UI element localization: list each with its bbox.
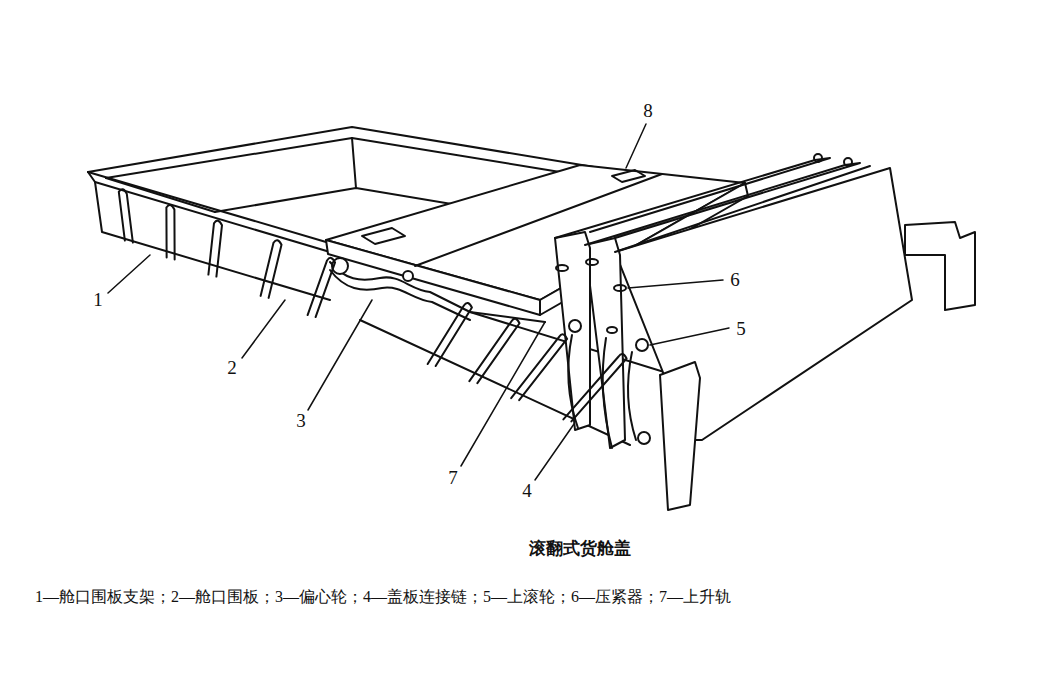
stowed-panel bbox=[555, 232, 590, 430]
coaming-bracket bbox=[511, 334, 567, 400]
panel-top-edge bbox=[615, 166, 870, 252]
figure-caption: 1—舱口围板支架；2—舱口围板；3—偏心轮；4—盖板连接链；5—上滚轮；6—压紧… bbox=[35, 588, 731, 606]
callout-number: 5 bbox=[734, 319, 748, 340]
coaming-bracket bbox=[563, 354, 626, 422]
leader-line bbox=[308, 300, 372, 410]
coaming-rim-front bbox=[88, 172, 330, 252]
figure-title: 滚翻式货舱盖 bbox=[529, 540, 631, 559]
cleat bbox=[607, 327, 617, 333]
leader-line bbox=[628, 280, 723, 288]
callout-number: 7 bbox=[446, 468, 460, 489]
coaming-bracket bbox=[119, 189, 133, 242]
callout-number: 1 bbox=[91, 290, 105, 311]
panel-chain bbox=[628, 352, 636, 440]
support-knob bbox=[814, 154, 822, 162]
coaming-bracket bbox=[469, 319, 519, 383]
stowage-support bbox=[905, 222, 975, 310]
leader-line bbox=[626, 124, 646, 168]
coaming-inner-wall bbox=[106, 178, 215, 212]
callout-number: 2 bbox=[225, 358, 239, 379]
coaming-bracket bbox=[428, 303, 472, 366]
coaming-rim-front bbox=[88, 172, 326, 242]
end-roller bbox=[638, 432, 650, 444]
top-roller bbox=[569, 320, 581, 332]
coaming-bracket bbox=[261, 240, 282, 298]
support-knob bbox=[844, 158, 852, 166]
leader-line bbox=[108, 255, 150, 293]
callout-number: 6 bbox=[728, 270, 742, 291]
coaming-bracket bbox=[166, 205, 174, 260]
cover-hatch-plate bbox=[362, 228, 405, 244]
cleat bbox=[586, 259, 598, 265]
stowed-panel bbox=[615, 168, 912, 440]
coaming-bracket bbox=[308, 258, 335, 317]
lifting-rail bbox=[330, 262, 545, 322]
end-frame bbox=[660, 362, 700, 510]
coaming-inner-wall bbox=[352, 138, 356, 188]
panel-top-edge bbox=[585, 163, 860, 245]
leader-line bbox=[535, 424, 574, 480]
eccentric-wheel bbox=[403, 271, 413, 281]
coaming-plate bbox=[95, 182, 330, 300]
leader-line bbox=[242, 300, 285, 358]
coaming-rim-inner bbox=[106, 138, 560, 178]
lifting-rail bbox=[330, 270, 470, 320]
leader-line bbox=[650, 328, 729, 345]
top-roller bbox=[636, 339, 648, 351]
cover-hatch-plate bbox=[612, 170, 645, 182]
leader-line bbox=[461, 322, 545, 466]
cleat bbox=[614, 285, 626, 291]
callout-number: 8 bbox=[641, 101, 655, 122]
cover-panel-side bbox=[326, 240, 540, 315]
callout-number: 3 bbox=[294, 411, 308, 432]
cleat bbox=[556, 265, 568, 271]
callout-number: 4 bbox=[520, 481, 534, 502]
panel-chain bbox=[603, 338, 612, 448]
coaming-bracket bbox=[208, 221, 222, 277]
